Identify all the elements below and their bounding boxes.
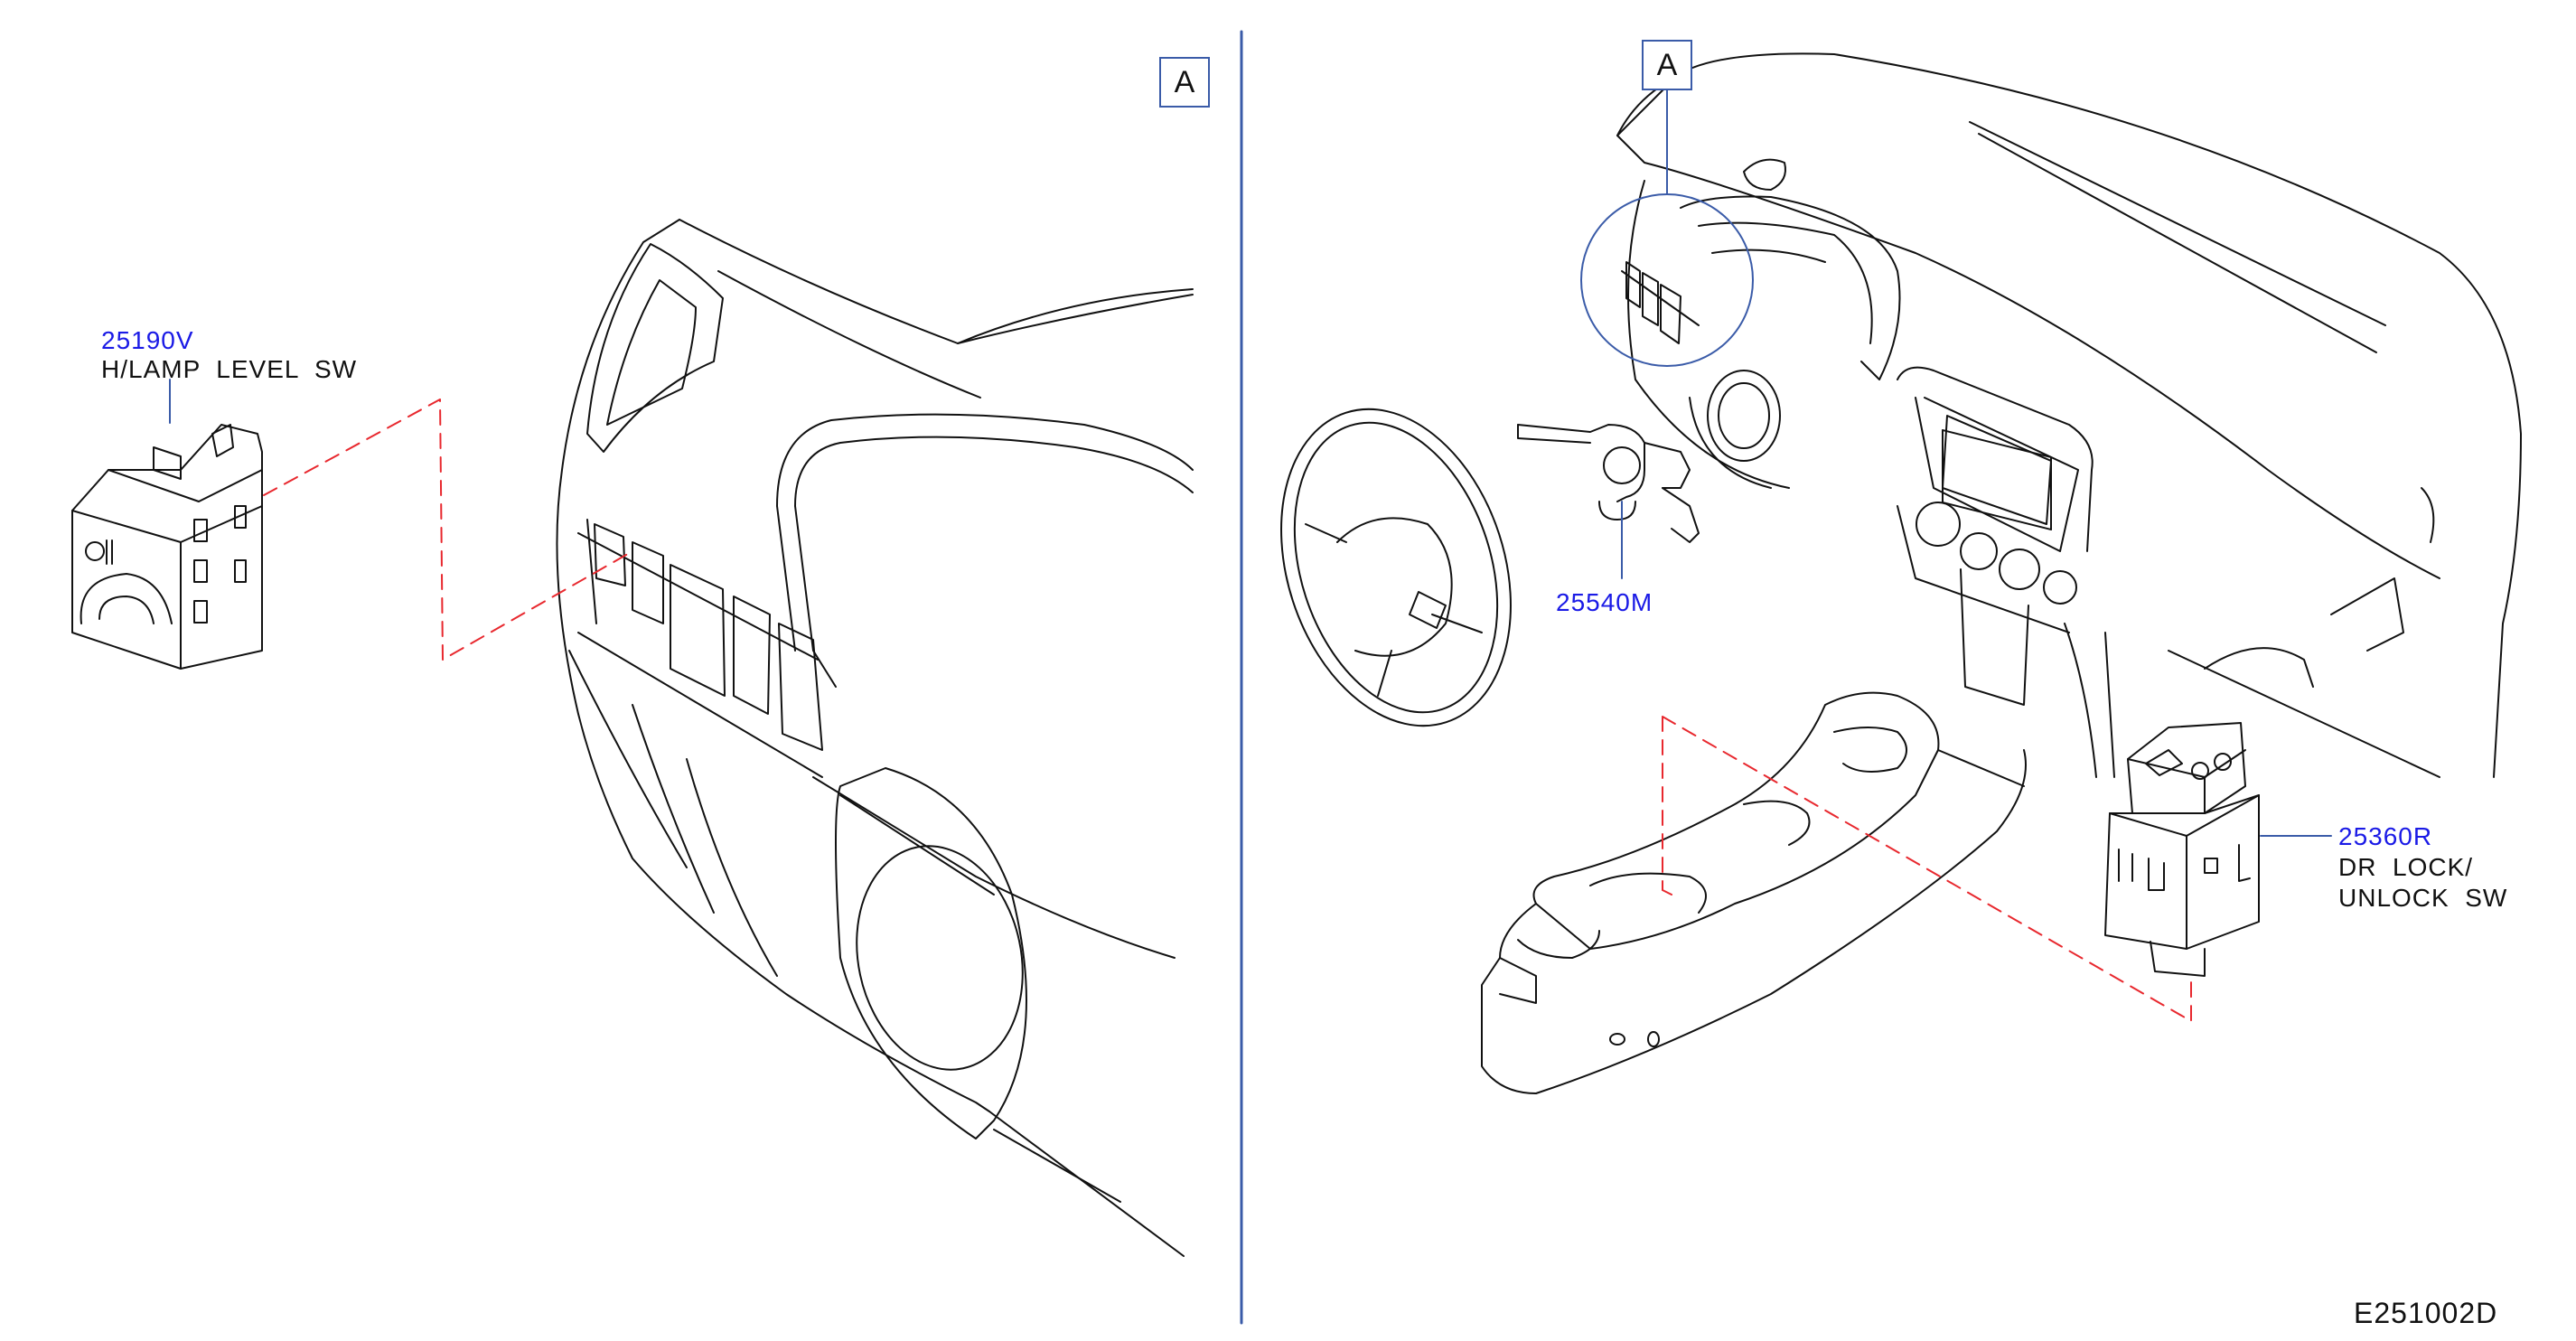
door-lock-switch-drawing [2104,722,2260,977]
center-console [1532,691,1940,950]
part-number-25360r[interactable]: 25360R [2338,822,2433,850]
switch-bank-slots [594,523,823,751]
full-dashboard [1481,52,2522,1094]
combination-switch-drawing [1517,424,1700,543]
dashed-link-hlamp [263,399,633,661]
hlamp-level-switch-drawing [71,424,263,670]
part-number-25190v[interactable]: 25190V [101,326,194,354]
dashed-link-door-lock [1662,716,2192,1022]
round-vent [856,845,1024,1071]
part-desc-hlamp-level-sw: H/LAMP LEVEL SW [101,355,358,383]
steering-wheel-drawing [1280,408,1512,727]
part-desc-dr-lock: DR LOCK/ [2338,853,2474,881]
detail-view-a-dashboard [556,219,1194,1257]
callout-box-a-left: A [1159,57,1210,108]
callout-box-a-right: A [1642,40,1692,90]
diagram-code: E251002D [2354,1297,2498,1329]
part-desc-unlock-sw: UNLOCK SW [2338,884,2508,912]
callout-circle-a [1580,193,1754,367]
part-number-25540m[interactable]: 25540M [1556,588,1653,616]
